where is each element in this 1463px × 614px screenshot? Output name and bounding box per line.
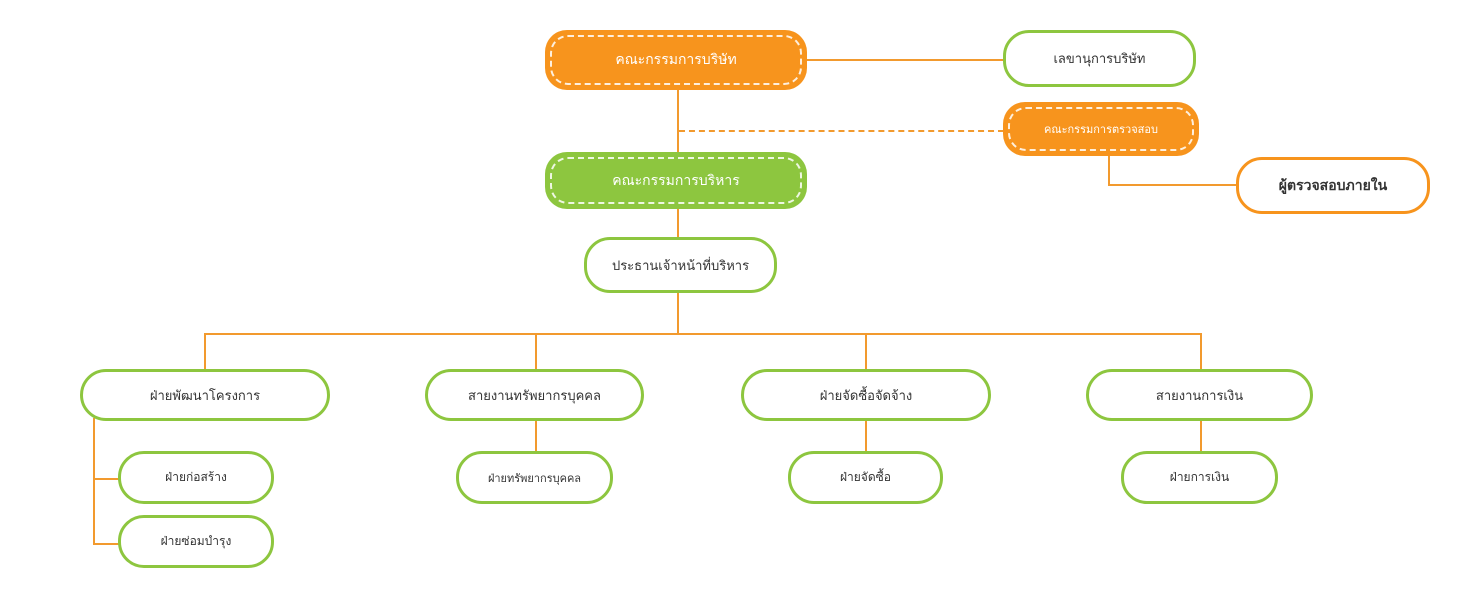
node-construction: ฝ่ายก่อสร้าง	[118, 451, 274, 504]
node-construction-label: ฝ่ายก่อสร้าง	[165, 470, 227, 484]
connector-project-vertical	[93, 418, 95, 544]
node-internal-auditor-label: ผู้ตรวจสอบภายใน	[1278, 177, 1388, 194]
node-maintenance-label: ฝ่ายซ่อมบำรุง	[160, 534, 232, 548]
connector-horizontal-bus	[204, 333, 1202, 335]
node-purchasing-label: ฝ่ายจัดซื้อ	[840, 470, 891, 484]
node-executive-committee-dashed-border	[550, 157, 802, 204]
node-hr-department-label: ฝ่ายทรัพยากรบุคคล	[487, 471, 582, 485]
node-ceo: ประธานเจ้าหน้าที่บริหาร	[584, 237, 777, 293]
node-board: คณะกรรมการบริษัท	[545, 30, 807, 90]
node-hr-line-label: สายงานทรัพยากรบุคคล	[468, 388, 601, 404]
connector-audit-dashed	[679, 130, 1004, 132]
node-procurement: ฝ่ายจัดซื้อจัดจ้าง	[741, 369, 991, 421]
connector-audit-horizontal	[1108, 184, 1237, 186]
node-procurement-label: ฝ่ายจัดซื้อจัดจ้าง	[819, 388, 913, 404]
node-project-development: ฝ่ายพัฒนาโครงการ	[80, 369, 330, 421]
node-finance-line-label: สายงานการเงิน	[1155, 388, 1244, 404]
node-finance-department-label: ฝ่ายการเงิน	[1169, 470, 1230, 484]
node-ceo-label: ประธานเจ้าหน้าที่บริหาร	[611, 258, 750, 274]
connector-board-executive	[677, 86, 679, 154]
node-hr-department: ฝ่ายทรัพยากรบุคคล	[456, 451, 613, 504]
node-executive-committee-label: คณะกรรมการบริหาร	[612, 172, 740, 189]
node-internal-auditor: ผู้ตรวจสอบภายใน	[1236, 157, 1430, 214]
node-audit-committee-label: คณะกรรมการตรวจสอบ	[1044, 123, 1158, 136]
node-secretary: เลขานุการบริษัท	[1003, 30, 1196, 87]
node-hr-line: สายงานทรัพยากรบุคคล	[425, 369, 644, 421]
connector-drop-finance	[1200, 333, 1202, 370]
node-board-dashed-border	[550, 35, 802, 85]
node-maintenance: ฝ่ายซ่อมบำรุง	[118, 515, 274, 568]
connector-executive-ceo	[677, 207, 679, 238]
connector-board-secretary	[806, 59, 1004, 61]
node-finance-department: ฝ่ายการเงิน	[1121, 451, 1278, 504]
node-audit-committee: คณะกรรมการตรวจสอบ	[1003, 102, 1199, 156]
connector-drop-project	[204, 333, 206, 370]
connector-finance-sub	[1200, 420, 1202, 452]
node-secretary-label: เลขานุการบริษัท	[1053, 52, 1146, 67]
node-executive-committee: คณะกรรมการบริหาร	[545, 152, 807, 209]
node-board-label: คณะกรรมการบริษัท	[615, 52, 737, 68]
connector-drop-procurement	[865, 333, 867, 370]
connector-drop-hr	[535, 333, 537, 370]
connector-project-maintenance	[93, 543, 119, 545]
node-purchasing: ฝ่ายจัดซื้อ	[788, 451, 943, 504]
connector-project-construction	[93, 478, 119, 480]
connector-hr-sub	[535, 420, 537, 452]
connector-ceo-down	[677, 292, 679, 334]
connector-audit-vertical	[1108, 154, 1110, 185]
node-audit-committee-dashed-border	[1008, 107, 1194, 151]
node-project-development-label: ฝ่ายพัฒนาโครงการ	[149, 388, 261, 404]
node-finance-line: สายงานการเงิน	[1086, 369, 1313, 421]
connector-procurement-sub	[865, 420, 867, 452]
